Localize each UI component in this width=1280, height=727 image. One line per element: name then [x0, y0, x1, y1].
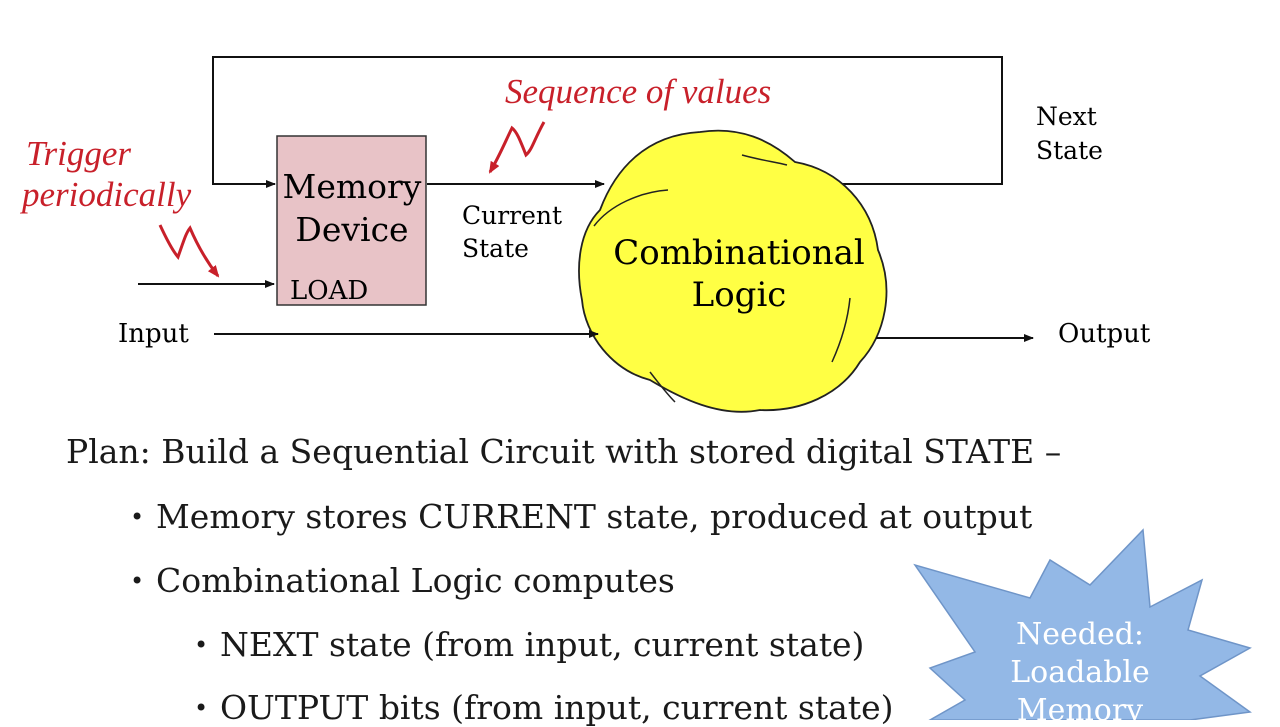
- bullet-dot: •: [194, 631, 209, 659]
- bullet-memory-stores: • Memory stores CURRENT state, produced a…: [130, 497, 1032, 536]
- callout-line3: Memory: [1017, 693, 1143, 720]
- bullet-text: NEXT state (from input, current state): [220, 625, 865, 664]
- memory-device-label-line1: Memory: [283, 167, 422, 206]
- memory-device-box: [276, 135, 427, 306]
- bullet-output-bits: • OUTPUT bits (from input, current state): [194, 688, 893, 727]
- feedback-loop-line: [212, 56, 1003, 188]
- current-state-label-line2: State: [462, 234, 529, 263]
- sequence-annotation: Sequence of values: [505, 72, 771, 111]
- bullet-text: Combinational Logic computes: [156, 561, 675, 600]
- combinational-logic-blob: [578, 129, 888, 413]
- plan-heading: Plan: Build a Sequential Circuit with st…: [66, 432, 1062, 471]
- bullet-text: OUTPUT bits (from input, current state): [220, 688, 894, 727]
- blob-fold-3: [831, 297, 851, 363]
- trigger-annotation-line2: periodically: [19, 175, 192, 214]
- combinational-logic-label-line2: Logic: [692, 275, 787, 315]
- blob-fold-2: [593, 189, 669, 227]
- sequence-squiggle-arrow: [488, 121, 546, 174]
- bullet-dot: •: [194, 694, 209, 722]
- bullet-text: Memory stores CURRENT state, produced at…: [156, 497, 1033, 536]
- next-state-label-line2: State: [1036, 136, 1103, 165]
- input-label: Input: [118, 319, 189, 349]
- next-state-label-line1: Next: [1036, 102, 1097, 131]
- combinational-logic-label-line1: Combinational: [613, 233, 865, 273]
- bullet-next-state: • NEXT state (from input, current state): [194, 625, 864, 664]
- trigger-squiggle-arrow: [158, 224, 220, 278]
- load-label: LOAD: [290, 276, 368, 306]
- output-label: Output: [1058, 319, 1151, 349]
- memory-device-label-line2: Device: [295, 210, 408, 249]
- callout-line2: Loadable: [1010, 655, 1150, 690]
- bullet-combinational-logic: • Combinational Logic computes: [130, 561, 675, 600]
- current-state-label-line1: Current: [462, 201, 562, 230]
- bullet-dot: •: [130, 567, 145, 595]
- bullet-dot: •: [130, 503, 145, 531]
- callout-line1: Needed:: [1016, 617, 1144, 652]
- needed-callout-starburst: [913, 528, 1252, 720]
- trigger-annotation-line1: Trigger: [26, 134, 131, 173]
- blob-fold-1: [741, 154, 788, 166]
- blob-fold-4: [649, 371, 676, 403]
